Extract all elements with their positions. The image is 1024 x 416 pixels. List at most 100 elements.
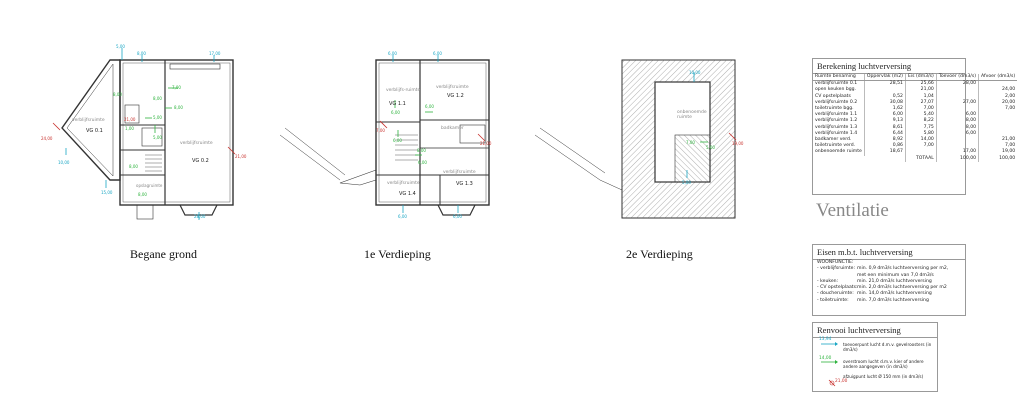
row-value: 19,00: [978, 149, 1018, 156]
requirement-text: min. 7,0 dm3/s luchtverversing: [857, 297, 929, 303]
exhaust-value: 21,00: [235, 154, 247, 159]
exhaust-value: 19,00: [732, 141, 744, 146]
total-supply: 100,00: [935, 155, 979, 162]
row-value: 2,00: [978, 93, 1018, 100]
overflow-value: 6,00: [418, 160, 427, 165]
requirements-panel: Eisen m.b.t. luchtverversing WOONFUNCTIE…: [812, 244, 966, 316]
col-header: Ruimte benaming: [813, 74, 865, 82]
row-value: 30,08: [863, 99, 906, 107]
total-exhaust: 100,00: [978, 155, 1018, 162]
row-value: 1,62: [863, 106, 906, 113]
supply-value: 5,00: [682, 180, 691, 185]
row-value: 25,66: [904, 80, 937, 88]
requirement-label: - verblijfsruimte:: [817, 266, 856, 272]
row-value: 28,51: [863, 80, 906, 88]
row-value: 8,22: [904, 118, 937, 125]
legend-value: 14,00: [819, 356, 832, 361]
requirement-label: - toiletruimte:: [817, 297, 849, 303]
row-label: badkamer verd.: [815, 137, 852, 143]
row-value: 6,00: [935, 130, 979, 138]
plan-first-floor: [279, 59, 490, 216]
row-value: [935, 87, 979, 94]
supply-value: 8,00: [137, 51, 146, 56]
legend-value: 13,94: [819, 337, 832, 342]
requirement-line: met een minimum van 7,0 dm3/s: [813, 273, 965, 279]
row-label: verblijfsruimte 1.2: [815, 118, 858, 124]
row-value: 0,86: [863, 143, 906, 150]
row-value: 7,75: [904, 124, 937, 131]
overflow-value: 8,00: [138, 192, 147, 197]
room-label: verblijfsruimte: [443, 170, 476, 175]
row-value: 27,00: [935, 99, 979, 107]
room-label: onbenoemde ruimte: [677, 110, 707, 120]
requirement-label: - keuken:: [817, 278, 839, 284]
floor-title-second: 2e Verdieping: [626, 247, 693, 261]
supply-value: 5,00: [116, 44, 125, 49]
overflow-arrow-icon: [835, 360, 838, 364]
exhaust-value: 24,00: [41, 136, 53, 141]
row-value: 6,00: [863, 112, 906, 119]
calc-title: Berekening luchtverversing: [813, 59, 965, 74]
row-value: 7,00: [978, 106, 1018, 113]
row-label: verblijfsruimte 0.1: [815, 81, 858, 87]
floor-title-first: 1e Verdieping: [364, 247, 431, 261]
requirement-label: - CV opstelplaats:: [817, 285, 858, 291]
room-code: VG 1.1: [389, 101, 406, 107]
row-value: [904, 149, 937, 156]
row-value: [978, 118, 1018, 125]
col-header: Toevoer (dm3/s): [935, 74, 979, 82]
exhaust-icon: [828, 379, 836, 387]
supply-value: 6,00: [453, 214, 462, 219]
row-label: toiletruimte bgg.: [815, 106, 854, 112]
row-label: CV opstelplaats: [815, 93, 851, 99]
requirement-text: min. 14,0 dm3/s luchtverversing: [857, 291, 932, 297]
row-value: 8,61: [863, 124, 906, 131]
supply-value: 17,00: [209, 51, 221, 56]
room-label: verblijfsruimte: [72, 118, 105, 123]
row-label: toiletruimte verd.: [815, 143, 856, 149]
row-value: 20,00: [978, 99, 1018, 107]
row-value: 24,00: [978, 87, 1018, 94]
row-value: 27,07: [904, 99, 937, 107]
row-value: 7,00: [904, 106, 937, 113]
row-value: 7,00: [904, 143, 937, 150]
room-code: VG 1.2: [447, 93, 464, 99]
overflow-value: 5,00: [153, 115, 162, 120]
row-label: onbenoemde ruimte: [815, 149, 862, 155]
row-label: verblijfsruimte 1.4: [815, 130, 858, 136]
legend-symbols: [821, 342, 838, 387]
row-value: 18,67: [863, 149, 906, 156]
overflow-value: 5,00: [706, 145, 715, 150]
page-title: Ventilatie: [816, 200, 889, 221]
row-label: verblijfsruimte 1.1: [815, 112, 858, 118]
room-code: VG 0.1: [86, 128, 103, 134]
overflow-value: 1,00: [125, 126, 134, 131]
room-code: VG 0.2: [192, 158, 209, 164]
room-label: badkamer: [441, 126, 464, 131]
requirements-subtitle: WOONFUNCTIE:: [817, 260, 854, 265]
row-value: 21,00: [978, 137, 1018, 144]
requirement-text: min. 21,0 dm3/s luchtverversing: [857, 278, 932, 284]
calc-table: Ruimte benaming Oppervlak (m2) Eis (dm3/…: [813, 74, 1018, 162]
room-label: verblijfsruimte: [387, 181, 420, 186]
overflow-value: 8,00: [417, 148, 426, 153]
supply-arrow-icon: [835, 342, 838, 346]
legend-text: overstroom lucht d.m.v. kier of andere a…: [843, 359, 924, 369]
requirement-label: - doucheruimte:: [817, 291, 854, 297]
overflow-value: 7,00: [686, 140, 695, 145]
row-value: 9,13: [863, 118, 906, 125]
ventilation-markers: [52, 48, 737, 220]
overflow-value: 6,00: [391, 110, 400, 115]
overflow-value: 8,00: [129, 164, 138, 169]
overflow-value: 6,00: [425, 104, 434, 109]
